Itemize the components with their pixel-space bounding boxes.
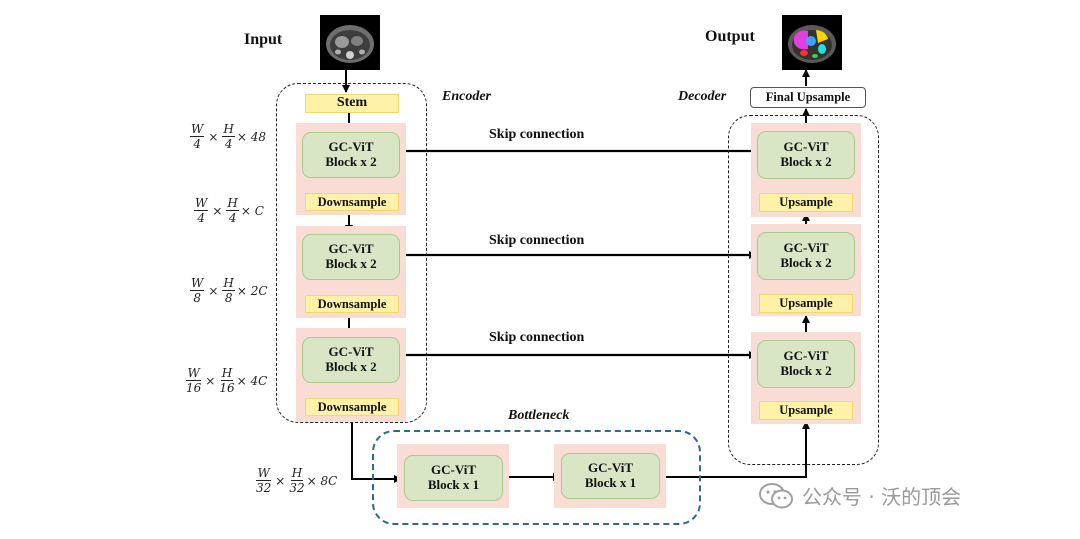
bottleneck-label: Bottleneck bbox=[508, 408, 570, 423]
block-title: GC-ViT bbox=[783, 240, 829, 256]
encoder-dashed-frame bbox=[276, 83, 427, 423]
block-count: Block x 1 bbox=[427, 477, 480, 492]
block-count: Block x 2 bbox=[325, 359, 377, 374]
output-segmentation-image bbox=[782, 15, 842, 70]
channel-term: × 2C bbox=[236, 283, 268, 298]
block-title: GC-ViT bbox=[783, 139, 829, 155]
watermark-text: 公众号 · 沃的顶会 bbox=[802, 485, 962, 509]
encoder-gcvit-block-3: GC-ViT Block x 2 bbox=[302, 337, 400, 383]
decoder-gcvit-block-3: GC-ViT Block x 2 bbox=[757, 340, 855, 388]
block-count: Block x 2 bbox=[780, 363, 832, 378]
wechat-icon bbox=[759, 482, 793, 508]
decoder-gcvit-block-1: GC-ViT Block x 2 bbox=[757, 131, 855, 179]
bottleneck-dashed-frame bbox=[372, 430, 701, 525]
block-count: Block x 2 bbox=[325, 256, 377, 271]
block-count: Block x 2 bbox=[780, 154, 832, 169]
block-count: Block x 2 bbox=[780, 255, 832, 270]
decoder-gcvit-block-2: GC-ViT Block x 2 bbox=[757, 232, 855, 280]
encoder-downsample-1: Downsample bbox=[305, 193, 399, 211]
channel-term: × C bbox=[240, 203, 264, 218]
bottleneck-gcvit-block-1: GC-ViT Block x 1 bbox=[404, 455, 503, 501]
channel-term: × 8C bbox=[306, 473, 338, 488]
decoder-upsample-3: Upsample bbox=[759, 401, 853, 420]
skip-connection-label-1: Skip connection bbox=[489, 127, 585, 142]
input-label: Input bbox=[244, 31, 283, 48]
skip-connection-label-3: Skip connection bbox=[489, 330, 585, 345]
input-ct-image bbox=[320, 15, 380, 70]
decoder-upsample-1: Upsample bbox=[759, 193, 853, 212]
decoder-upsample-2: Upsample bbox=[759, 294, 853, 313]
encoder-downsample-3: Downsample bbox=[305, 398, 399, 416]
block-title: GC-ViT bbox=[430, 462, 477, 478]
stem-box: Stem bbox=[305, 94, 399, 113]
decoder-dashed-frame bbox=[728, 115, 879, 465]
skip-connection-label-2: Skip connection bbox=[489, 233, 585, 248]
bottleneck-gcvit-block-2: GC-ViT Block x 1 bbox=[561, 453, 660, 499]
block-title: GC-ViT bbox=[328, 139, 374, 155]
block-title: GC-ViT bbox=[328, 241, 374, 257]
encoder-downsample-2: Downsample bbox=[305, 295, 399, 313]
arrow-encoder-to-bottleneck bbox=[351, 421, 402, 483]
arrow-bottleneck-to-decoder bbox=[661, 421, 810, 478]
block-title: GC-ViT bbox=[783, 348, 829, 364]
block-count: Block x 2 bbox=[325, 154, 377, 169]
block-title: GC-ViT bbox=[587, 460, 634, 476]
final-upsample-box: Final Upsample bbox=[750, 87, 866, 108]
channel-term: × 4C bbox=[236, 373, 268, 388]
channel-term: × 48 bbox=[236, 129, 267, 144]
block-count: Block x 1 bbox=[584, 475, 637, 490]
block-title: GC-ViT bbox=[328, 344, 374, 360]
watermark: 公众号 · 沃的顶会 bbox=[758, 481, 961, 510]
encoder-gcvit-block-2: GC-ViT Block x 2 bbox=[302, 234, 400, 280]
output-label: Output bbox=[705, 28, 755, 45]
decoder-label: Decoder bbox=[678, 89, 727, 104]
encoder-label: Encoder bbox=[442, 89, 491, 104]
encoder-gcvit-block-1: GC-ViT Block x 2 bbox=[302, 132, 400, 178]
